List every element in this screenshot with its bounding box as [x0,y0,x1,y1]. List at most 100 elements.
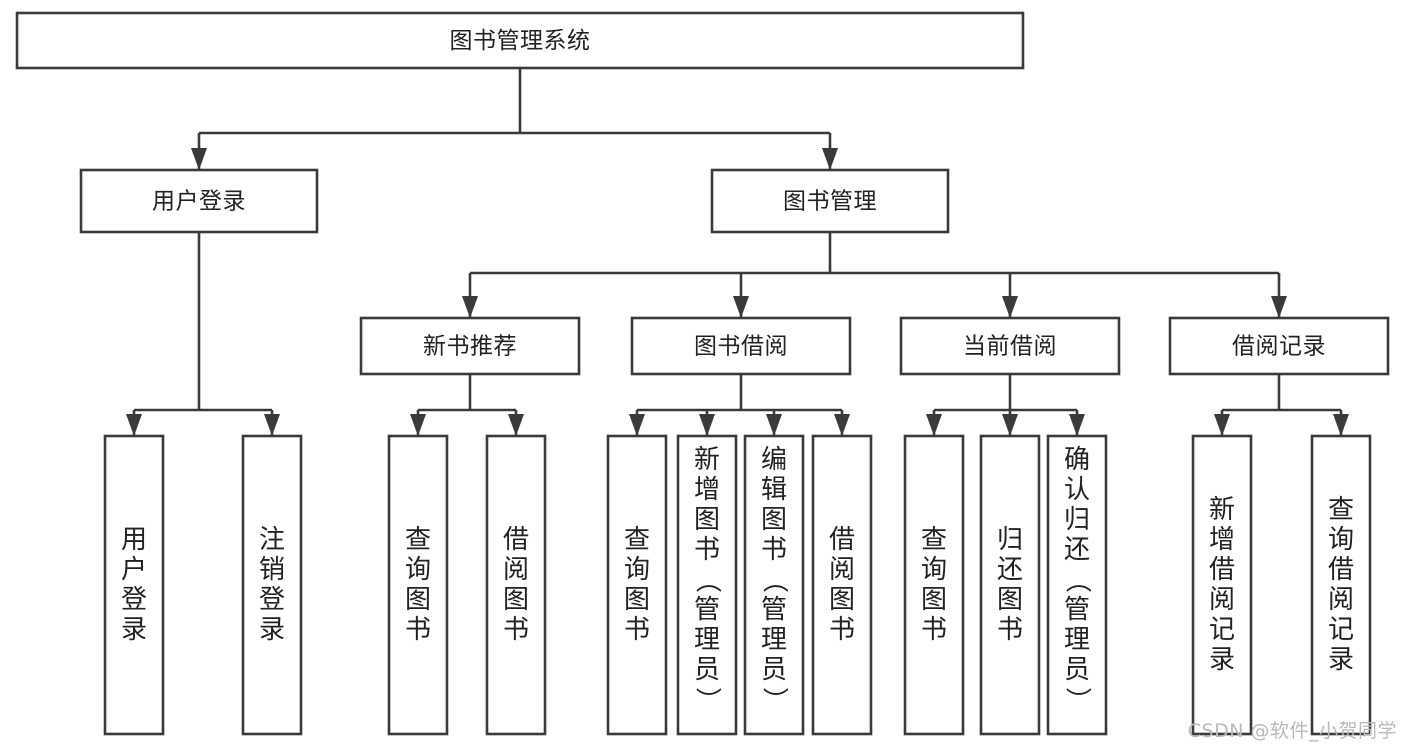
arrowhead-icon [1002,296,1018,318]
node-label-char: 管 [1064,595,1090,625]
node-label-char: 图 [921,585,947,615]
arrowhead-icon [822,148,838,170]
node-label-char: 借 [1209,555,1235,585]
node-label-char: 登 [121,585,147,615]
node-label-char: 书 [997,615,1023,645]
node-label-char: 还 [997,555,1023,585]
node-label-char: 书 [921,615,947,645]
node-label-char: 记 [1209,615,1235,645]
node-label-char: 询 [1328,525,1354,555]
node-label: 新书推荐 [423,334,517,360]
node-label-char: 记 [1328,615,1354,645]
node-rect [1191,434,1253,736]
arrowhead-icon [1271,296,1287,318]
node-label-char: 用 [121,525,147,555]
node-label-char: 借 [1328,555,1354,585]
node-label-char: 借 [503,525,529,555]
arrowhead-icon [126,414,142,436]
node-leaf-user-login[interactable]: 用户登录 [103,434,165,736]
node-label-char: 书 [694,535,720,565]
node-label-char: 查 [1328,495,1354,525]
node-label-char: 书 [624,615,650,645]
node-label-char: 增 [694,475,720,505]
arrowhead-icon [462,296,478,318]
node-label-char: 阅 [1328,585,1354,615]
arrowhead-icon [264,414,280,436]
node-label-char: 认 [1064,475,1090,505]
node-label-char: 图 [829,585,855,615]
arrowhead-icon [699,414,715,436]
node-label-char: （ [759,567,789,593]
node-label-char: 辑 [761,475,787,505]
node-label-char: 注 [259,525,285,555]
node-label-char: 登 [259,585,285,615]
node-label-char: 管 [694,595,720,625]
node-rect [79,168,319,234]
node-label-char: 查 [921,525,947,555]
node-book-manage[interactable]: 图书管理 [710,168,950,234]
node-label-char: 员 [694,655,720,685]
arrowhead-icon [1002,414,1018,436]
node-label-char: 图 [997,585,1023,615]
node-rect [899,316,1121,376]
node-label-char: 新 [694,445,720,475]
node-label-char: 图 [624,585,650,615]
node-rect [710,168,950,234]
node-root[interactable]: 图书管理系统 [15,11,1025,70]
node-label-char: ） [692,687,722,713]
node-label-char: 户 [121,555,147,585]
arrowhead-icon [834,414,850,436]
node-label-char: 管 [761,595,787,625]
node-rect [1168,316,1390,376]
node-label-char: （ [692,567,722,593]
arrowhead-icon [1333,414,1349,436]
arrowhead-icon [629,414,645,436]
node-user-login[interactable]: 用户登录 [79,168,319,234]
node-label-char: 理 [694,625,720,655]
node-label-char: 确 [1064,445,1090,475]
node-rect [1310,434,1372,736]
node-label-char: 录 [1328,645,1354,675]
node-label-char: 图 [694,505,720,535]
node-label-char: 阅 [503,555,529,585]
node-label-char: ） [759,687,789,713]
node-label-char: 归 [1064,505,1090,535]
node-rect [606,434,668,736]
node-new-book-recommend[interactable]: 新书推荐 [359,316,581,376]
node-label-char: 询 [405,555,431,585]
node-label-char: 询 [624,555,650,585]
node-rect [15,11,1025,70]
node-label: 图书管理系统 [450,28,591,54]
arrowhead-icon [508,414,524,436]
node-label-char: 员 [761,655,787,685]
arrowhead-icon [766,414,782,436]
node-rect [359,316,581,376]
node-current-borrow[interactable]: 当前借阅 [899,316,1121,376]
arrowhead-icon [410,414,426,436]
node-label-char: 图 [761,505,787,535]
node-rect [903,434,965,736]
node-book-borrow[interactable]: 图书借阅 [630,316,852,376]
node-label-char: （ [1062,567,1092,593]
node-label-char: 新 [1209,495,1235,525]
node-rect [103,434,165,736]
node-label-char: 图 [503,585,529,615]
node-label-char: 书 [829,615,855,645]
node-label-char: 图 [405,585,431,615]
arrowhead-icon [926,414,942,436]
node-rect [630,316,852,376]
node-borrow-record[interactable]: 借阅记录 [1168,316,1390,376]
